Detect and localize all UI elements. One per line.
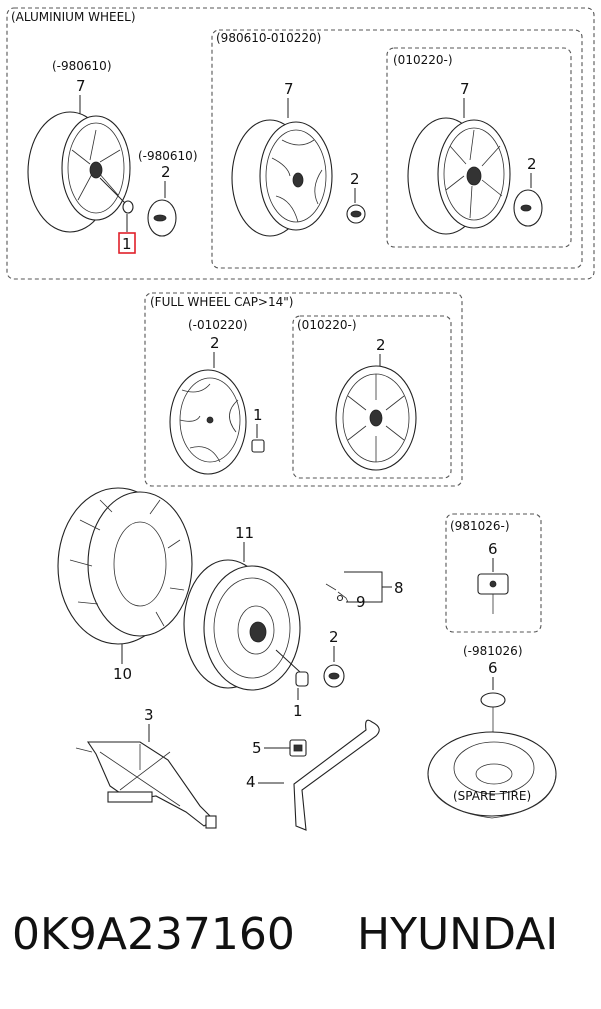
lug-nut-highlighted (122, 200, 134, 214)
spare-tire-bracket-late (477, 573, 509, 614)
valve (325, 583, 349, 603)
jack-handle (293, 719, 380, 831)
callout-8: 8 (394, 579, 404, 597)
callout-2-cap-early: 2 (210, 334, 220, 352)
brand-name: HYUNDAI (357, 909, 559, 960)
center-cap-early (147, 199, 177, 237)
callout-6-late: 6 (488, 540, 498, 558)
mid-period-label: (980610-010220) (216, 31, 321, 45)
callout-6-early: 6 (488, 659, 498, 677)
wheel-nut (295, 671, 309, 687)
full-wheel-cap-label: (FULL WHEEL CAP>14") (150, 295, 293, 309)
callout-2-cap-late: 2 (376, 336, 386, 354)
callout-2-late: 2 (527, 155, 537, 173)
aluminium-wheel-label: (ALUMINIUM WHEEL) (11, 10, 136, 24)
part-number: 0K9A237160 (12, 909, 295, 960)
cap-early-date-label: (-980610) (138, 149, 198, 163)
wheel-cover-early (169, 369, 247, 475)
callout-2-early: 2 (161, 163, 171, 181)
alloy-wheel-early (27, 111, 131, 233)
cap-late-group (292, 315, 452, 479)
alloy-wheel-mid (231, 119, 333, 237)
spare-tire-label: (SPARE TIRE) (453, 789, 531, 803)
callout-9: 9 (356, 593, 366, 611)
callout-2-steel: 2 (329, 628, 339, 646)
mid-period-group (211, 29, 583, 269)
aluminium-wheel-group (6, 7, 595, 280)
callout-11: 11 (235, 524, 254, 542)
callout-5: 5 (252, 739, 262, 757)
steel-wheel (183, 559, 301, 691)
scissor-jack (75, 741, 217, 829)
cap-early-label: (-010220) (188, 318, 248, 332)
wheel-cover-late (335, 365, 417, 471)
tool-bracket (289, 739, 307, 757)
callout-1-steel: 1 (293, 702, 303, 720)
tire (57, 487, 193, 645)
callout-1-cap: 1 (253, 406, 263, 424)
wheel-early-date-label: (-980610) (52, 59, 112, 73)
callout-3: 3 (144, 706, 154, 724)
highlight-box (118, 232, 136, 254)
spare-tire-bolt-early (480, 692, 506, 752)
callout-2-mid: 2 (350, 170, 360, 188)
callout-7-late: 7 (460, 80, 470, 98)
late-period-label: (010220-) (393, 53, 453, 67)
cap-fastener (251, 439, 265, 453)
jack-late-group (445, 513, 542, 633)
jack-early-label: (-981026) (463, 644, 523, 658)
cap-late-label: (010220-) (297, 318, 357, 332)
center-cap-late (513, 189, 543, 227)
callout-1-highlighted: 1 (122, 235, 132, 253)
spare-tire (427, 731, 557, 819)
callout-10: 10 (113, 665, 132, 683)
alloy-wheel-late (407, 117, 511, 235)
hub-cap (323, 664, 345, 688)
callout-4: 4 (246, 773, 256, 791)
callout-7-early: 7 (76, 77, 86, 95)
jack-late-label: (981026-) (450, 519, 510, 533)
center-cap-mid (346, 204, 366, 224)
late-period-group (386, 47, 572, 248)
callout-7-mid: 7 (284, 80, 294, 98)
